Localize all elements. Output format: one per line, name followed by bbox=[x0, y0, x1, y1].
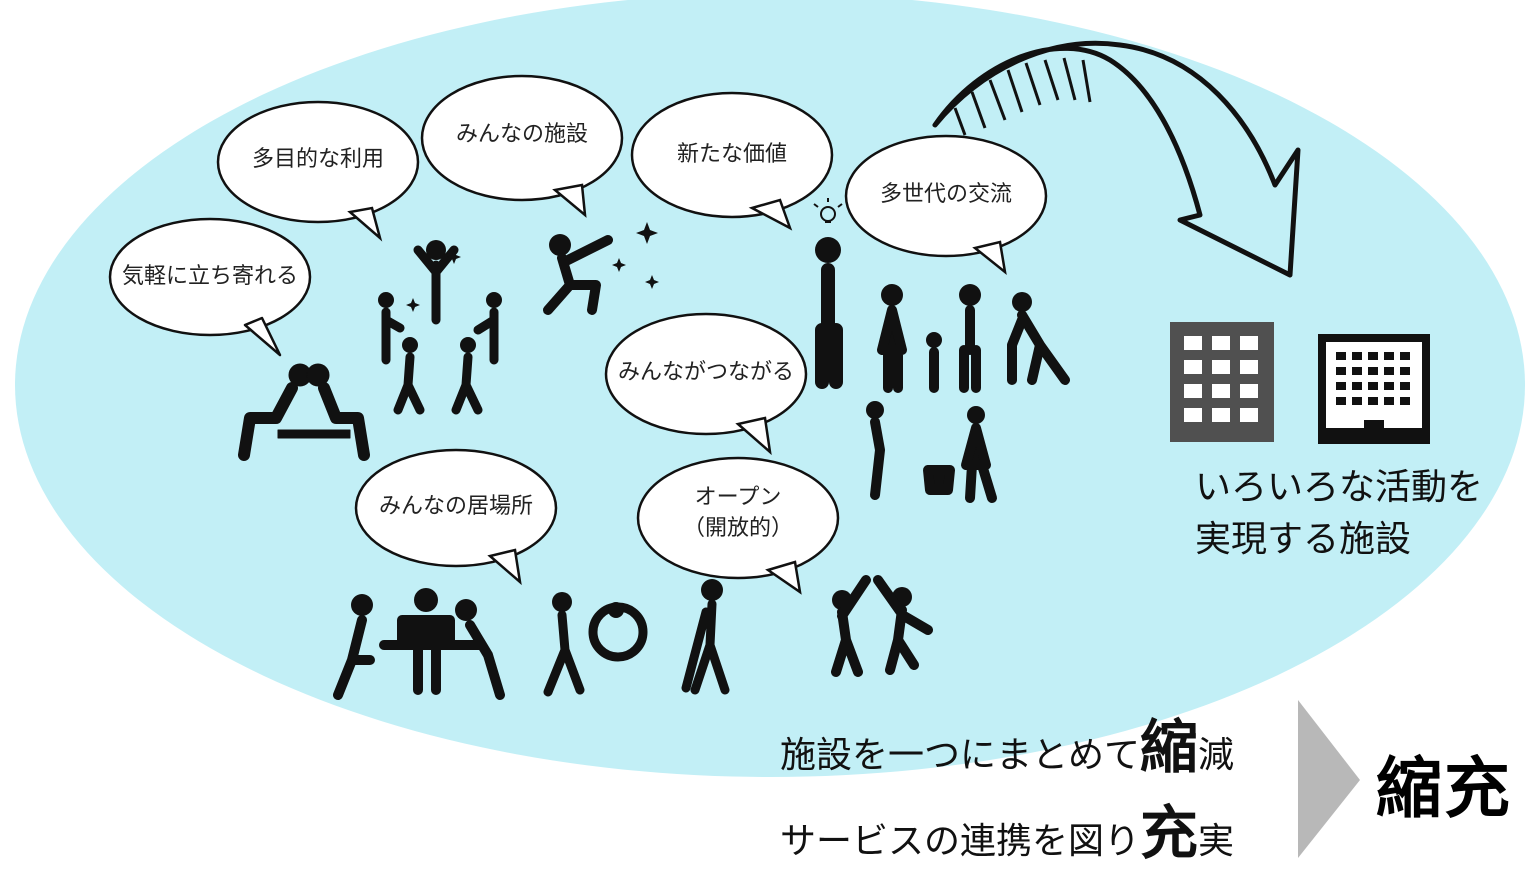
speech-bubbles bbox=[108, 74, 1048, 595]
people-mobility bbox=[543, 579, 730, 697]
facility-caption: いろいろな活動を 実現する施設 bbox=[1195, 462, 1483, 566]
person-pointing bbox=[543, 234, 613, 315]
people-meeting bbox=[333, 588, 505, 700]
curved-arrow-icon bbox=[932, 40, 1301, 278]
bubble-text-new-value: 新たな価値 bbox=[676, 142, 787, 167]
people-group bbox=[378, 240, 502, 415]
bubble-2 bbox=[216, 100, 420, 242]
office-building-icon bbox=[1318, 334, 1430, 444]
statement-reduce-end: 減 bbox=[1198, 735, 1235, 776]
result-label: 縮充 bbox=[1376, 750, 1512, 827]
facility-caption-line2: 実現する施設 bbox=[1195, 519, 1412, 560]
bubble-text-place: みんなの居場所 bbox=[378, 494, 533, 519]
statement-enrich-text: サービスの連携を図り bbox=[780, 821, 1141, 862]
people-parents bbox=[866, 401, 997, 503]
people-family bbox=[877, 284, 1070, 393]
bubble-text-open: オープン bbox=[694, 485, 782, 510]
people-high-five bbox=[831, 575, 933, 677]
chevron-arrow-icon bbox=[1298, 700, 1360, 858]
statement-enrich: サービスの連携を図り充実 bbox=[780, 786, 1234, 870]
bubble-text-drop-in: 気軽に立ち寄れる bbox=[121, 264, 298, 289]
person-standing bbox=[815, 237, 843, 389]
bubble-text-open-paren: （開放的） bbox=[682, 516, 793, 541]
bubble-7 bbox=[354, 448, 558, 586]
statement-reduce: 施設を一つにまとめて縮減 bbox=[780, 700, 1234, 784]
bubble-text-connect: みんながつながる bbox=[617, 360, 794, 385]
lightbulb-icon bbox=[813, 198, 843, 223]
statement-enrich-emphasis: 充 bbox=[1140, 799, 1199, 867]
bubble-1 bbox=[108, 217, 312, 357]
bubble-text-everyones-facility: みんなの施設 bbox=[455, 122, 588, 147]
people-silhouette-icon bbox=[238, 234, 1070, 700]
sparkle-icon bbox=[406, 222, 659, 312]
bubble-5 bbox=[844, 134, 1048, 276]
bubble-8 bbox=[636, 456, 840, 595]
bubble-text-multigenerational: 多世代の交流 bbox=[879, 182, 1012, 207]
statement-reduce-emphasis: 縮 bbox=[1140, 713, 1199, 781]
statement-reduce-text: 施設を一つにまとめて bbox=[780, 735, 1141, 776]
facility-caption-line1: いろいろな活動を bbox=[1195, 467, 1484, 508]
building-icon bbox=[1170, 322, 1274, 442]
bubble-6 bbox=[604, 312, 808, 456]
people-bench bbox=[238, 363, 370, 461]
statement-enrich-end: 実 bbox=[1198, 821, 1235, 862]
bubble-text-multipurpose: 多目的な利用 bbox=[251, 147, 384, 172]
bubble-4 bbox=[630, 91, 834, 231]
bubble-3 bbox=[420, 74, 624, 218]
